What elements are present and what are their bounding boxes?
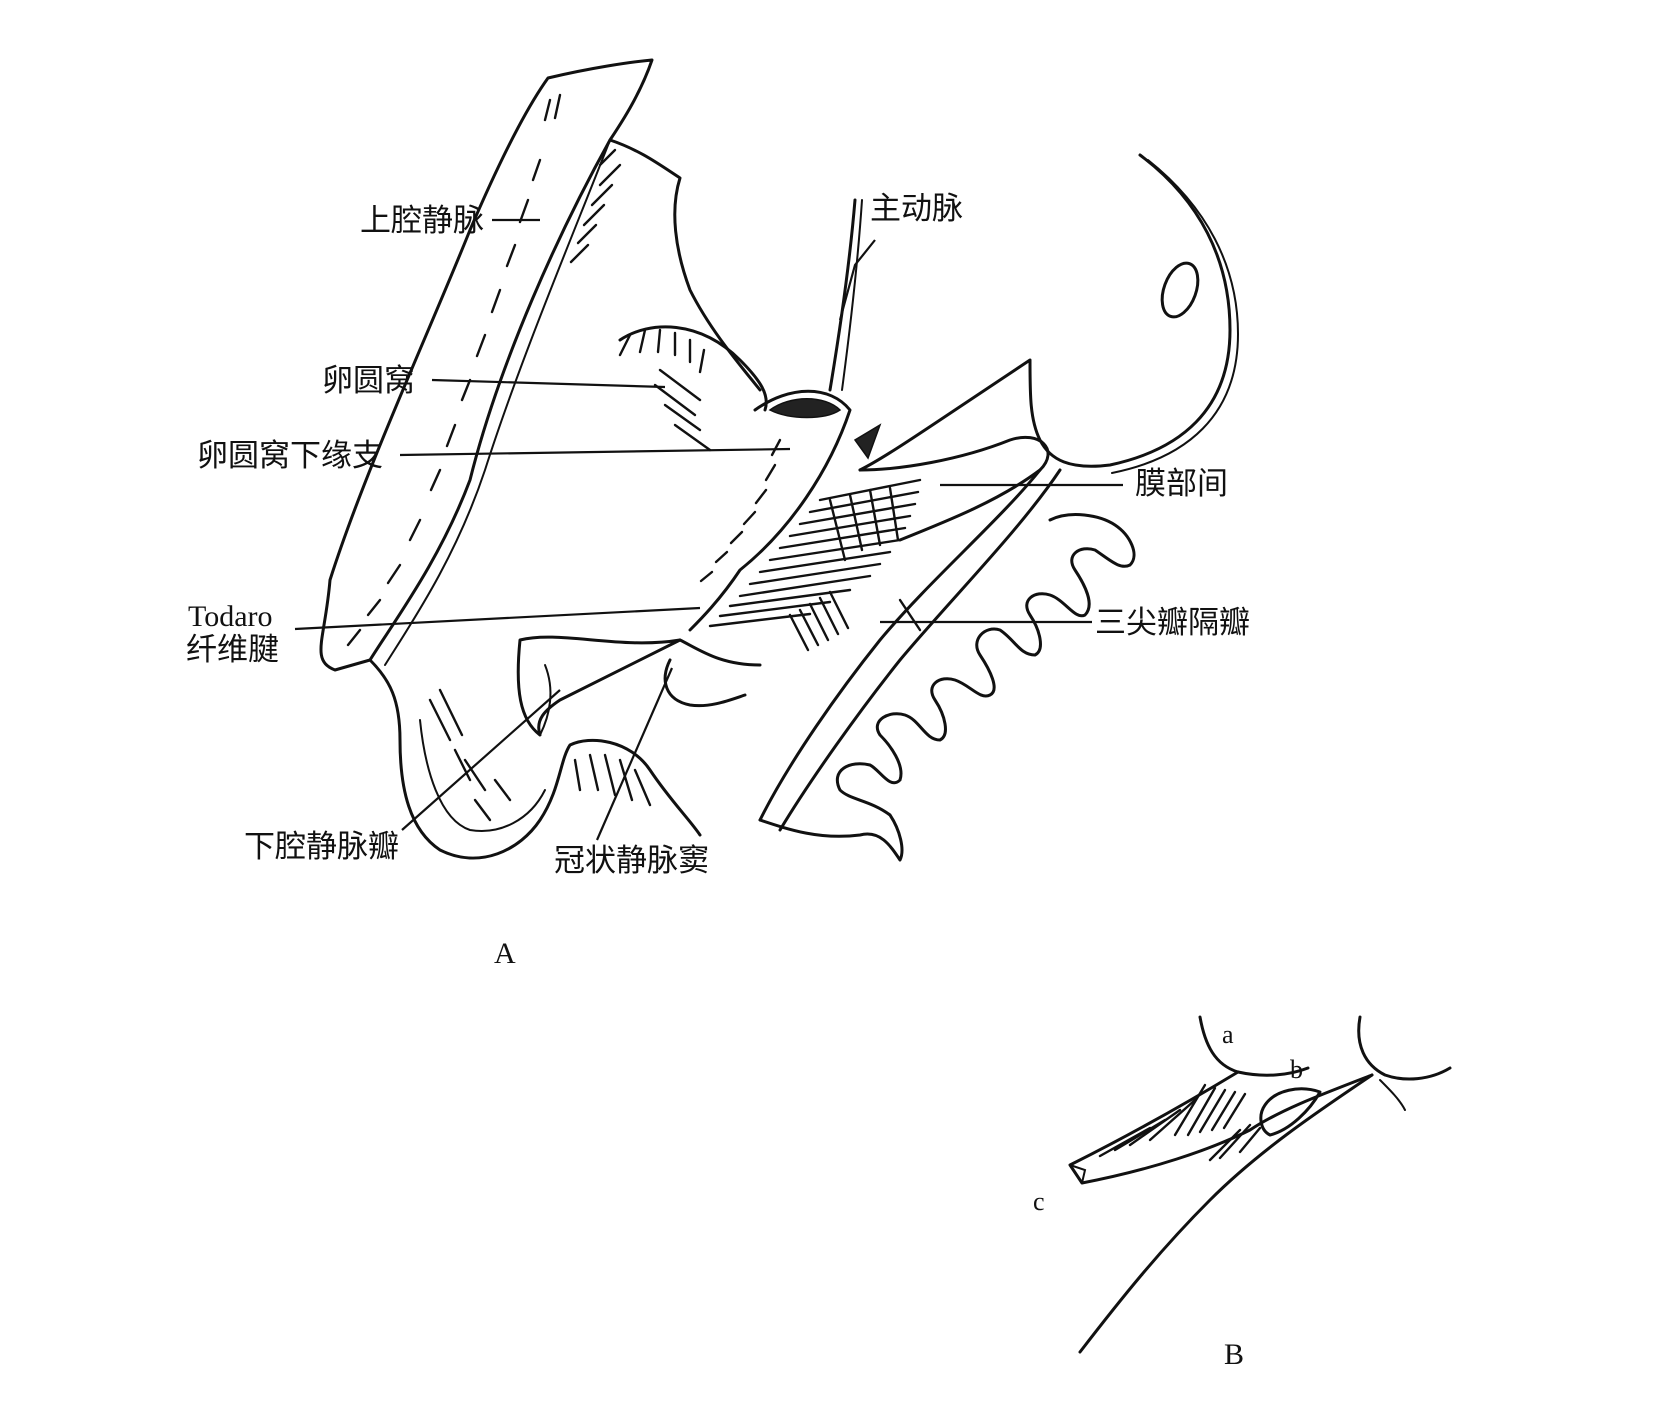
leader-aorta [838,239,876,321]
label-fossa-ovalis: 卵圆窝 [322,363,415,399]
panel-b-label-c: c [1033,1187,1045,1216]
svc-inner-edge [384,139,611,666]
panel-b-drawing: a b c B [1033,1015,1452,1371]
tricuspid-chordae [758,513,1136,862]
leader-fossa-limbus [399,447,791,457]
panel-a-leaders [294,218,1123,841]
svc-hatching [346,93,562,647]
coronary-sinus-hatching [573,753,652,807]
todaro-dense-hatch [708,478,922,628]
panel-b-label-b: b [1290,1055,1303,1084]
label-svc: 上腔静脉 [360,203,484,239]
atrial-wall-outline [608,138,762,392]
label-ivc-valve: 下腔静脉瓣 [244,829,399,865]
panel-b-long-curve [1078,1073,1374,1354]
label-tricuspid-septal: 三尖瓣隔瓣 [1095,605,1250,641]
ivc-valve-edge [539,664,552,736]
aorta-wall-inner [841,199,863,391]
panel-b-wedge-edge [1069,1164,1087,1184]
fossa-limbus-cap [768,398,842,419]
panel-a-drawing: 上腔静脉 主动脉 卵圆窝 卵圆窝下缘支 膜部间 Todaro 纤维腱 三尖瓣隔瓣… [186,58,1250,970]
membranous-septum-outline [858,435,1050,542]
panel-b-label-a: a [1222,1020,1234,1049]
tricuspid-septal-outline [758,468,1042,822]
atrial-wall-hatching [569,148,622,264]
ivc-valve-outline [516,635,682,737]
membranous-arrow [853,423,882,460]
leader-todaro [294,606,701,631]
ventricle-outline [858,153,1232,472]
ivc-outline [368,658,702,860]
vessel-oval [1160,261,1200,319]
ventricle-outline-inner [1111,159,1240,474]
label-membranous-septum: 膜部间 [1135,466,1228,502]
label-coronary-sinus: 冠状静脉窦 [554,843,709,879]
panel-b-long-curve-2 [1379,1079,1406,1111]
fossa-ovalis-hatching [618,328,712,452]
fossa-limbus-outline [688,389,852,632]
leader-fossa-ovalis [431,378,666,389]
tricuspid-hatching [788,590,922,652]
leader-coronary-sinus [595,667,674,841]
ivc-inner [419,719,546,832]
label-todaro-line2: 纤维腱 [186,632,279,668]
coronary-sinus-outline [663,638,762,708]
panel-b-cusp-right [1357,1015,1452,1081]
fossa-ovalis-rim [618,325,768,412]
leader-ivc-valve [401,689,561,831]
label-fossa-limbus: 卵圆窝下缘支 [197,438,383,474]
panel-b-wedge [1068,1070,1374,1185]
label-todaro-line1: Todaro [188,600,273,633]
tricuspid-septal-outline-2 [778,468,1062,832]
panel-b-hatching [1098,1083,1262,1162]
panel-b-opening [1259,1087,1322,1137]
fossa-limbus-hatching [699,438,782,583]
ivc-hatching [428,688,512,822]
label-aorta: 主动脉 [870,191,963,227]
panel-b-caption: B [1224,1338,1244,1371]
aorta-wall [828,198,857,392]
panel-a-caption: A [494,937,516,970]
svc-outline [319,58,654,672]
